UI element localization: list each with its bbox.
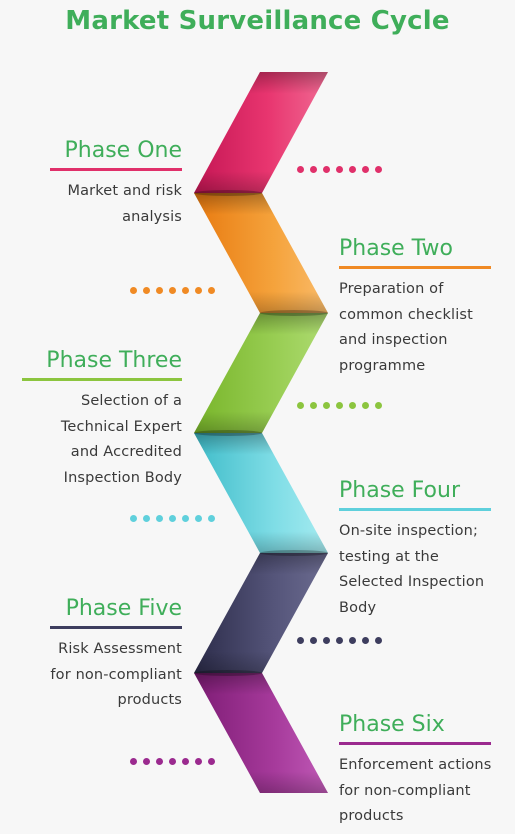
dot (169, 515, 176, 522)
dot (208, 758, 215, 765)
phase-three-rule (22, 378, 182, 381)
phase-one-block: Phase One Market and risk analysis (30, 138, 182, 230)
ribbon-segment-5-shade (194, 553, 328, 673)
ribbon-segment-6-shade (194, 673, 328, 793)
dot (336, 637, 343, 644)
phase-one-description: Market and risk analysis (67, 183, 182, 225)
phase-three-heading: Phase Three (46, 348, 182, 373)
dot (169, 287, 176, 294)
phase-two-heading: Phase Two (339, 236, 453, 261)
phase-two-block: Phase Two Preparation of common checklis… (339, 236, 499, 379)
dot (375, 637, 382, 644)
dot (130, 758, 137, 765)
dot (182, 758, 189, 765)
dot (130, 515, 137, 522)
dot (195, 287, 202, 294)
phase-six-rule (339, 742, 491, 745)
ribbon-segment-3-shade (194, 313, 328, 433)
dot (297, 402, 304, 409)
phase-five-heading: Phase Five (65, 596, 182, 621)
phase-two-rule (339, 266, 491, 269)
dot (336, 166, 343, 173)
dot (182, 287, 189, 294)
phase-three-dots (297, 402, 382, 409)
dot (336, 402, 343, 409)
dot (297, 166, 304, 173)
phase-one-rule (50, 168, 182, 171)
phase-four-dots (130, 515, 215, 522)
ribbon-segment-2-shade (194, 193, 328, 313)
phase-one-heading: Phase One (64, 138, 182, 163)
dot (349, 166, 356, 173)
dot (362, 637, 369, 644)
phase-six-block: Phase Six Enforcement actions for non-co… (339, 712, 511, 830)
dot (310, 402, 317, 409)
phase-one-dots (297, 166, 382, 173)
dot (310, 166, 317, 173)
phase-six-description: Enforcement actions for non-compliant pr… (339, 757, 492, 824)
phase-five-rule (50, 626, 182, 629)
dot (156, 287, 163, 294)
dot (182, 515, 189, 522)
phase-five-block: Phase Five Risk Assessment for non-compl… (20, 596, 182, 714)
dot (143, 515, 150, 522)
ribbon-segment-1-shade (194, 72, 328, 193)
phase-four-rule (339, 508, 491, 511)
dot (323, 637, 330, 644)
dot (323, 166, 330, 173)
dot (208, 287, 215, 294)
dot (375, 166, 382, 173)
phase-four-block: Phase Four On-site inspection; testing a… (339, 478, 509, 621)
dot (156, 515, 163, 522)
phase-five-description: Risk Assessment for non-compliant produc… (50, 641, 182, 708)
phase-six-heading: Phase Six (339, 712, 445, 737)
dot (362, 166, 369, 173)
dot (143, 758, 150, 765)
dot (375, 402, 382, 409)
dot (362, 402, 369, 409)
phase-six-dots (130, 758, 215, 765)
dot (323, 402, 330, 409)
phase-four-heading: Phase Four (339, 478, 460, 503)
dot (130, 287, 137, 294)
dot (195, 515, 202, 522)
dot (208, 515, 215, 522)
dot (297, 637, 304, 644)
phase-two-dots (130, 287, 215, 294)
diagram-title: Market Surveillance Cycle (65, 6, 450, 36)
dot (195, 758, 202, 765)
phase-three-block: Phase Three Selection of a Technical Exp… (14, 348, 182, 491)
dot (143, 287, 150, 294)
dot (169, 758, 176, 765)
ribbon-segment-4-shade (194, 433, 328, 553)
dot (349, 637, 356, 644)
dot (310, 637, 317, 644)
dot (156, 758, 163, 765)
phase-five-dots (297, 637, 382, 644)
phase-four-description: On-site inspection; testing at the Selec… (339, 523, 485, 616)
phase-three-description: Selection of a Technical Expert and Accr… (60, 393, 182, 486)
dot (349, 402, 356, 409)
phase-two-description: Preparation of common checklist and insp… (339, 281, 473, 374)
